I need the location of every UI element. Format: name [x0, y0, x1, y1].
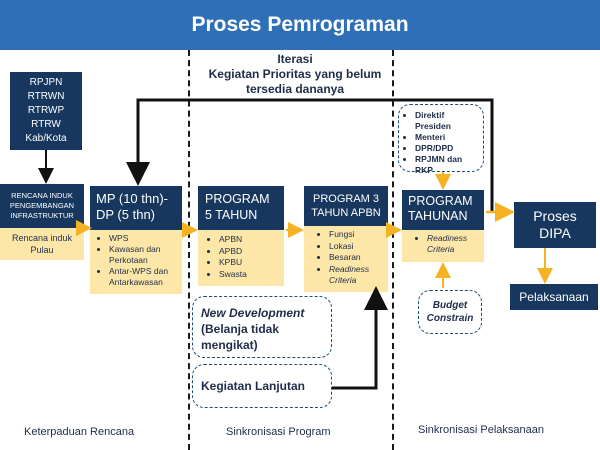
- program3-item: Besaran: [329, 252, 384, 264]
- iteration-note-line: Iterasi: [277, 52, 313, 66]
- program-tahunan-body: Readiness Criteria: [402, 230, 484, 262]
- mp-header-line: DP (5 thn): [96, 207, 156, 222]
- program3-item: Lokasi: [329, 241, 384, 253]
- new-development-box: New Development (Belanja tidak mengikat): [192, 296, 332, 358]
- program3-body: Fungsi Lokasi Besaran Readiness Criteria: [304, 226, 388, 292]
- rpjpn-line: RTRWP: [27, 105, 65, 116]
- program-tahunan-item: Readiness Criteria: [427, 233, 480, 255]
- proses-dipa-box: Proses DIPA: [514, 202, 596, 248]
- rpjpn-line: RTRWN: [27, 91, 65, 102]
- separator-line-left: [188, 50, 190, 450]
- program3-item: Readiness Criteria: [329, 264, 384, 287]
- rencana-induk-header-line: RENCANA INDUK: [11, 191, 73, 200]
- footer-keterpaduan: Keterpaduan Rencana: [24, 426, 135, 438]
- iteration-note: Iterasi Kegiatan Prioritas yang belum te…: [200, 52, 390, 97]
- budget-line: Constrain: [426, 313, 474, 324]
- footer-sinkronisasi-pelaksanaan: Sinkronisasi Pelaksanaan: [418, 424, 544, 436]
- rpjpn-line: RPJPN: [29, 77, 63, 88]
- new-development-line: New Development: [201, 306, 305, 320]
- program3-item: Fungsi: [329, 229, 384, 241]
- mp-header-line: MP (10 thn)-: [96, 191, 169, 206]
- program5-item: APBD: [219, 246, 280, 258]
- proses-dipa-line: DIPA: [539, 225, 571, 241]
- pelaksanaan-label: Pelaksanaan: [519, 290, 589, 304]
- program3-header-line: PROGRAM 3: [312, 193, 379, 205]
- footer-sinkronisasi-program: Sinkronisasi Program: [226, 426, 331, 438]
- program-tahunan-header: PROGRAM TAHUNAN: [402, 190, 484, 230]
- rencana-induk-header: RENCANA INDUK PENGEMBANGAN INFRASTRUKTUR: [0, 184, 84, 228]
- program5-header-line: 5 TAHUN: [205, 208, 258, 222]
- kegiatan-lanjutan-box: Kegiatan Lanjutan: [192, 364, 332, 408]
- iteration-note-line: tersedia dananya: [245, 82, 345, 96]
- proses-dipa-line: Proses: [533, 208, 577, 224]
- mp-header: MP (10 thn)- DP (5 thn): [90, 186, 182, 230]
- rencana-induk-body: Rencana induk Pulau: [0, 228, 84, 260]
- rencana-induk-body-line: Pulau: [30, 245, 54, 255]
- direktif-item: RPJMN dan RKP: [415, 154, 481, 176]
- mp-item: Kawasan dan Perkotaan: [109, 244, 178, 266]
- rencana-induk-body-line: Rencana induk: [11, 233, 73, 243]
- direktif-item: Menteri: [415, 132, 481, 143]
- budget-line: Budget: [432, 300, 468, 311]
- rencana-induk-header-line: PENGEMBANGAN: [9, 201, 75, 210]
- program3-header: PROGRAM 3 TAHUN APBN: [304, 186, 388, 226]
- rencana-induk-header-line: INFRASTRUKTUR: [10, 211, 74, 220]
- program5-header-line: PROGRAM: [205, 192, 270, 206]
- arrow-iteration-loop: [126, 98, 494, 212]
- mp-body: WPS Kawasan dan Perkotaan Antar-WPS dan …: [90, 230, 182, 294]
- program-tahunan-header-line: PROGRAM: [408, 194, 473, 208]
- program3-header-line: TAHUN APBN: [311, 207, 381, 219]
- program5-item: KPBU: [219, 257, 280, 269]
- program5-item: Swasta: [219, 269, 280, 281]
- new-development-line: (Belanja tidak: [201, 322, 280, 336]
- new-development-line: mengikat): [201, 338, 258, 352]
- kegiatan-lanjutan-label: Kegiatan Lanjutan: [201, 379, 306, 393]
- budget-constrain-box: Budget Constrain: [418, 290, 482, 334]
- direktif-box: Direktif Presiden Menteri DPR/DPD RPJMN …: [398, 104, 484, 175]
- program5-header: PROGRAM 5 TAHUN: [198, 186, 284, 230]
- pelaksanaan-box: Pelaksanaan: [510, 284, 598, 310]
- rpjpn-line: RTRW: [31, 119, 61, 130]
- separator-line-right: [392, 50, 394, 450]
- mp-item: WPS: [109, 233, 178, 244]
- direktif-item: Direktif Presiden: [415, 110, 481, 132]
- program5-item: APBN: [219, 234, 280, 246]
- rpjpn-box: RPJPN RTRWN RTRWP RTRW Kab/Kota: [10, 72, 82, 150]
- page-title: Proses Pemrograman: [0, 0, 600, 50]
- program5-body: APBN APBD KPBU Swasta: [198, 230, 284, 286]
- iteration-note-line: Kegiatan Prioritas yang belum: [208, 67, 382, 81]
- program-tahunan-header-line: TAHUNAN: [408, 209, 468, 223]
- arrow-lanjutan-to-program3: [332, 286, 388, 390]
- rpjpn-line: Kab/Kota: [25, 133, 67, 144]
- direktif-item: DPR/DPD: [415, 143, 481, 154]
- mp-item: Antar-WPS dan Antarkawasan: [109, 266, 178, 288]
